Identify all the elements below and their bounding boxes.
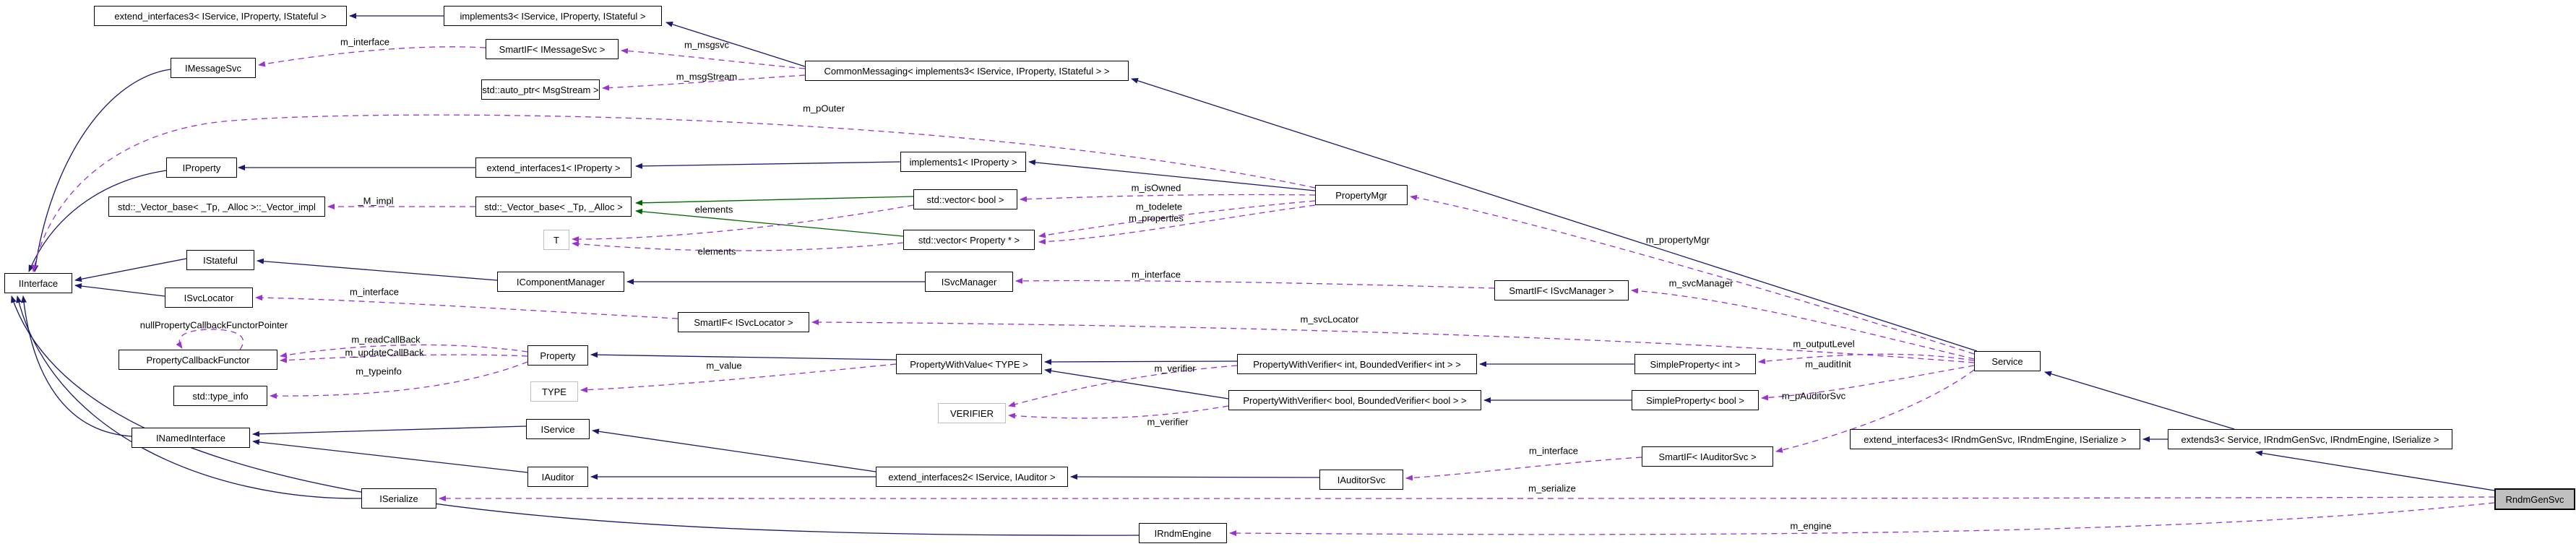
edge-label-m-typeinfo: m_typeinfo — [356, 366, 402, 377]
class-node-extend-interfaces1[interactable]: extend_interfaces1< IProperty > — [475, 157, 632, 178]
class-node-smartif-isvcmanager[interactable]: SmartIF< ISvcManager > — [1494, 280, 1629, 301]
class-node-std-auto-ptr-msgstream: std::auto_ptr< MsgStream > — [481, 79, 600, 100]
class-node-iauditorsvc[interactable]: IAuditorSvc — [1319, 470, 1403, 490]
template-param-node-verifier: VERIFIER — [938, 403, 1006, 423]
edge-label-m-msgstream: m_msgStream — [676, 71, 738, 82]
edge-label-m-isowned: m_isOwned — [1131, 182, 1181, 194]
class-node-isvcmanager[interactable]: ISvcManager — [925, 272, 1013, 292]
edge-label-m-serialize: m_serialize — [1528, 483, 1576, 494]
edge-label-m-impl: _M_impl — [358, 195, 394, 207]
class-node-irndmengine[interactable]: IRndmEngine — [1139, 523, 1227, 543]
class-node-iserialize[interactable]: ISerialize — [361, 488, 436, 509]
class-node-implements3[interactable]: implements3< IService, IProperty, IState… — [444, 6, 662, 26]
edge-label-m-svclocator: m_svcLocator — [1300, 314, 1359, 325]
class-node-extend-interfaces3-rndm[interactable]: extend_interfaces3< IRndmGenSvc, IRndmEn… — [1850, 429, 2140, 449]
edge-label-m-readcallback: m_readCallBack — [351, 334, 421, 345]
class-node-commonmessaging[interactable]: CommonMessaging< implements3< IService, … — [805, 61, 1129, 81]
edge-label-m-pauditorsvc: m_pAuditorSvc — [1781, 390, 1846, 402]
class-node-service[interactable]: Service — [1974, 351, 2041, 371]
class-node-propertywithverifier-bool[interactable]: PropertyWithVerifier< bool, BoundedVerif… — [1228, 390, 1481, 410]
class-node-propertywithverifier-int[interactable]: PropertyWithVerifier< int, BoundedVerifi… — [1237, 354, 1477, 374]
edge-label-m-interface-iauditorsvc: m_interface — [1529, 445, 1578, 457]
edge-label-m-pouter: m_pOuter — [803, 103, 845, 114]
edge-label-m-value: m_value — [706, 360, 742, 371]
edge-label-elements-bool: elements — [694, 204, 733, 215]
class-node-std-vector-property-ptr: std::vector< Property * > — [903, 230, 1035, 250]
edge-label-m-verifier-int: m_verifier — [1154, 363, 1196, 374]
class-node-std-type-info: std::type_info — [173, 386, 267, 406]
class-node-std-vector-base: std::_Vector_base< _Tp, _Alloc > — [475, 196, 632, 217]
class-node-iauditor[interactable]: IAuditor — [527, 467, 588, 487]
class-node-inamedinterface[interactable]: INamedInterface — [132, 428, 250, 448]
class-node-propertymgr[interactable]: PropertyMgr — [1315, 185, 1408, 205]
class-node-simpleproperty-bool[interactable]: SimpleProperty< bool > — [1632, 390, 1759, 410]
class-node-iproperty[interactable]: IProperty — [166, 157, 237, 178]
class-node-smartif-isvclocator[interactable]: SmartIF< ISvcLocator > — [678, 312, 809, 332]
class-node-extends3[interactable]: extends3< Service, IRndmGenSvc, IRndmEng… — [2168, 429, 2452, 449]
edge-label-m-verifier-bool: m_verifier — [1147, 416, 1189, 428]
edge-label-m-propertymgr: m_propertyMgr — [1645, 234, 1710, 246]
class-node-std-vector-base-vector-impl: std::_Vector_base< _Tp, _Alloc >::_Vecto… — [108, 196, 325, 217]
class-node-extend-interfaces2[interactable]: extend_interfaces2< IService, IAuditor > — [876, 467, 1068, 487]
class-node-iinterface[interactable]: IInterface — [4, 273, 72, 293]
edge-label-m-engine: m_engine — [1790, 520, 1832, 532]
edge-label-m-msgsvc: m_msgsvc — [684, 39, 730, 51]
class-node-smartif-imessagesvc[interactable]: SmartIF< IMessageSvc > — [486, 39, 619, 59]
class-node-propertycallbackfunctor[interactable]: PropertyCallbackFunctor — [119, 350, 277, 370]
edge-label-m-auditinit: m_auditInit — [1805, 358, 1851, 370]
edge-label-m-todelete: m_todelete — [1135, 201, 1183, 212]
class-node-imessagesvc[interactable]: IMessageSvc — [171, 58, 256, 78]
edge-label-m-outputlevel: m_outputLevel — [1793, 338, 1855, 350]
edge-label-m-interface-isvcmanager: m_interface — [1132, 269, 1181, 280]
class-node-property[interactable]: Property — [527, 345, 588, 366]
edge-label-m-properties: m_properties — [1129, 212, 1184, 224]
class-node-isvclocator[interactable]: ISvcLocator — [165, 288, 253, 308]
edge-label-m-interface-isvclocator: m_interface — [350, 286, 399, 298]
class-node-std-vector-bool: std::vector< bool > — [913, 189, 1017, 209]
edge-label-m-updatecallback: m_updateCallBack — [345, 347, 424, 358]
edge-label-m-svcmanager: m_svcManager — [1668, 277, 1733, 289]
class-node-rndmgensvc-target[interactable]: RndmGenSvc — [2494, 488, 2575, 510]
template-param-node-t: T — [543, 230, 569, 250]
edge-label-m-interface-imessagesvc: m_interface — [340, 36, 389, 48]
class-node-smartif-iauditorsvc[interactable]: SmartIF< IAuditorSvc > — [1642, 446, 1773, 467]
template-param-node-type: TYPE — [530, 381, 578, 402]
class-node-iservice[interactable]: IService — [526, 419, 590, 439]
edge-label-nullpropertycallbackfunctorpointer: nullPropertyCallbackFunctorPointer — [139, 319, 288, 331]
class-node-istateful[interactable]: IStateful — [186, 250, 254, 270]
edge-label-elements-property: elements — [697, 246, 736, 257]
class-node-propertywithvalue[interactable]: PropertyWithValue< TYPE > — [896, 354, 1042, 374]
class-node-implements1[interactable]: implements1< IProperty > — [900, 152, 1026, 172]
class-node-icomponentmanager[interactable]: IComponentManager — [497, 272, 624, 292]
class-node-extend-interfaces3-base[interactable]: extend_interfaces3< IService, IProperty,… — [94, 6, 347, 26]
class-node-simpleproperty-int[interactable]: SimpleProperty< int > — [1634, 354, 1756, 374]
